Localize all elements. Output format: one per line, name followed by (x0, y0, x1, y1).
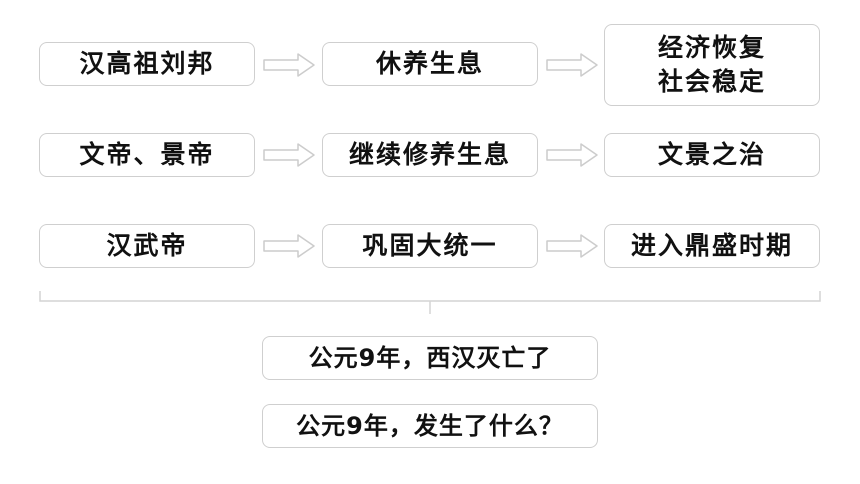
row3-result-text: 进入鼎盛时期 (630, 231, 793, 260)
row3-arrow-2-icon (546, 234, 598, 258)
row2-policy-box: 继续修养生息 (322, 133, 538, 177)
row2-result-box: 文景之治 (604, 133, 820, 177)
row1-arrow-2-icon (546, 53, 598, 77)
conclusion-text: 公元9年，西汉灭亡了 (308, 344, 552, 372)
question-text: 公元9年，发生了什么？ (296, 412, 564, 440)
row1-policy-text: 休养生息 (375, 49, 484, 78)
conclusion-box: 公元9年，西汉灭亡了 (262, 336, 598, 380)
row1-result-box: 经济恢复 社会稳定 (604, 24, 820, 106)
row3-cause-text: 汉武帝 (106, 231, 188, 260)
row3-cause-box: 汉武帝 (39, 224, 255, 268)
question-box: 公元9年，发生了什么？ (262, 404, 598, 448)
row3-arrow-1-icon (263, 234, 315, 258)
row2-cause-text: 文帝、景帝 (79, 140, 215, 169)
row2-cause-box: 文帝、景帝 (39, 133, 255, 177)
row3-policy-box: 巩固大统一 (322, 224, 538, 268)
row1-result-line2: 社会稳定 (657, 67, 766, 96)
row1-cause-text: 汉高祖刘邦 (79, 49, 215, 78)
row3-result-box: 进入鼎盛时期 (604, 224, 820, 268)
row2-arrow-1-icon (263, 143, 315, 167)
row2-arrow-2-icon (546, 143, 598, 167)
row2-policy-text: 继续修养生息 (348, 140, 511, 169)
row1-cause-box: 汉高祖刘邦 (39, 42, 255, 86)
row1-arrow-1-icon (263, 53, 315, 77)
bracket-connector (39, 291, 821, 314)
row1-policy-box: 休养生息 (322, 42, 538, 86)
row2-result-text: 文景之治 (657, 140, 766, 169)
row3-policy-text: 巩固大统一 (362, 231, 498, 260)
row1-result-line1: 经济恢复 (657, 33, 766, 62)
